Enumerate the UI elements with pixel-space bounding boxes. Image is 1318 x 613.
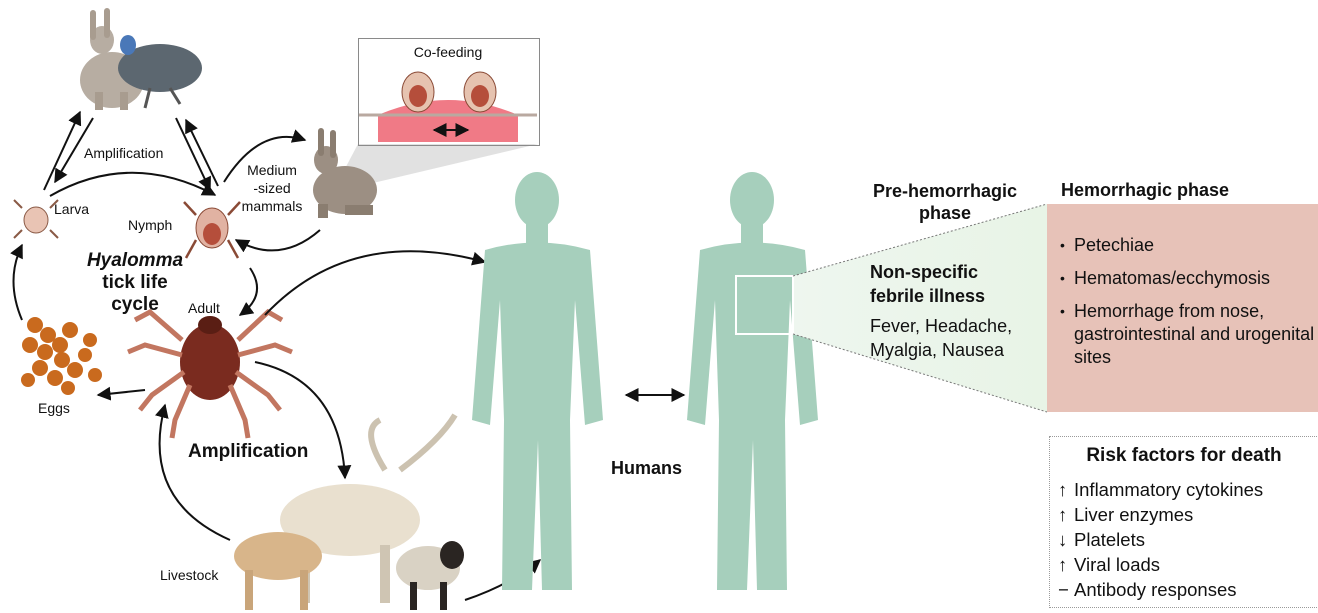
risk-factors-title: Risk factors for death (1050, 445, 1318, 467)
risk-factors-list: ↑Inflammatory cytokines ↑Liver enzymes ↓… (1058, 477, 1263, 602)
trend-up-icon: ↑ (1058, 477, 1074, 502)
adult-label: Adult (188, 300, 220, 317)
eggs-label: Eggs (38, 400, 70, 417)
hemorrhagic-item: Hematomas/ecchymosis (1060, 267, 1315, 290)
larva-label: Larva (54, 201, 89, 218)
eggs-illustration (21, 317, 102, 395)
human-silhouette-left (472, 172, 603, 590)
larva-tick-illustration (14, 200, 58, 238)
neutral-dash-icon: − (1058, 577, 1074, 602)
trend-up-icon: ↑ (1058, 502, 1074, 527)
livestock-label: Livestock (160, 567, 218, 584)
risk-factor-item: ↓Platelets (1058, 527, 1263, 552)
hemorrhagic-item: Hemorrhage from nose, gastrointestinal a… (1060, 300, 1315, 369)
risk-factor-item: −Antibody responses (1058, 577, 1263, 602)
adult-tick-illustration (128, 312, 292, 438)
cofeeding-label: Co-feeding (358, 44, 538, 61)
pre-hemorrhagic-title: Pre-hemorrhagic phase (850, 180, 1040, 224)
hemorrhagic-phase-title: Hemorrhagic phase (1061, 179, 1229, 201)
human-silhouette-right (687, 172, 818, 590)
febrile-symptoms: Fever, Headache, Myalgia, Nausea (870, 314, 1012, 362)
life-cycle-title: Hyalomma tick life cycle (75, 250, 195, 316)
risk-factor-item: ↑Liver enzymes (1058, 502, 1263, 527)
hemorrhagic-symptom-list: Petechiae Hematomas/ecchymosis Hemorrhag… (1060, 234, 1315, 379)
medium-mammals-label: Medium -sized mammals (240, 161, 304, 215)
amplification-top-label: Amplification (84, 145, 163, 162)
humans-label: Humans (611, 458, 682, 479)
trend-up-icon: ↑ (1058, 552, 1074, 577)
rabbit-bird-illustration (80, 8, 202, 110)
hemorrhagic-item: Petechiae (1060, 234, 1315, 257)
risk-factor-item: ↑Viral loads (1058, 552, 1263, 577)
nymph-label: Nymph (128, 217, 172, 234)
body-zoom-wedge (793, 204, 1047, 412)
trend-down-icon: ↓ (1058, 527, 1074, 552)
risk-factor-item: ↑Inflammatory cytokines (1058, 477, 1263, 502)
amplification-bottom-label: Amplification (188, 441, 308, 463)
non-specific-febrile-title: Non-specific febrile illness (870, 260, 985, 308)
risk-factors-panel: Risk factors for death ↑Inflammatory cyt… (1049, 436, 1318, 608)
